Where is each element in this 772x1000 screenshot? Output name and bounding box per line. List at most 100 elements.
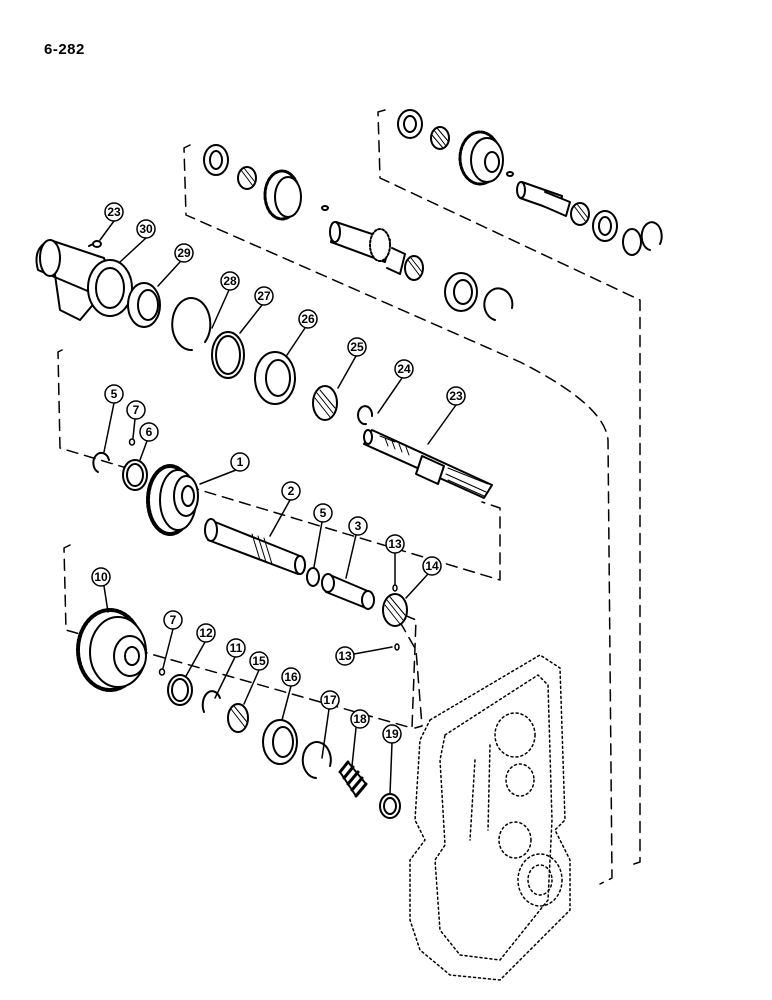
callout-label-7-upper: 7: [133, 403, 140, 417]
bearing-cone-25: [312, 385, 338, 421]
idler-group-outline: [63, 544, 417, 729]
coupler-flange-31: [88, 240, 102, 248]
callout-14: [422, 556, 442, 576]
ball-7: [158, 668, 166, 676]
bearing-cup: [397, 109, 423, 139]
bushing-3: [321, 573, 375, 610]
cover-tube-30: [35, 239, 133, 321]
page-number: 6-282: [44, 41, 85, 58]
callout-25: [347, 337, 367, 357]
washer-12: [167, 674, 193, 706]
callout-13-upper: [385, 534, 405, 554]
bearing-cone: [430, 126, 450, 150]
callout-label-3: 3: [355, 519, 362, 533]
group-outlines: [57, 109, 641, 885]
upper-shaft-group-outline: [183, 144, 613, 885]
ball-7: [128, 438, 136, 446]
callout-label-31: 23: [107, 205, 121, 219]
shaft-2: [204, 518, 306, 575]
output-shaft-group-outline: [57, 349, 501, 581]
callout-label-12: 12: [199, 626, 213, 640]
shim-27: [211, 331, 245, 379]
roller-13: [394, 643, 400, 651]
callout-27: [254, 286, 274, 306]
callout-18: [350, 709, 370, 729]
callout-label-5: 5: [111, 387, 118, 401]
callout-label-25: 25: [350, 340, 364, 354]
snap-ring: [640, 221, 663, 251]
bearing-cup: [203, 144, 229, 176]
callout-label-16: 16: [284, 670, 298, 684]
callout-label-6: 6: [146, 425, 153, 439]
snap-ring: [622, 228, 642, 256]
callout-label-15: 15: [252, 654, 266, 668]
callout-label-14: 14: [425, 559, 439, 573]
callout-label-11: 11: [230, 641, 243, 655]
callout-label-13-lower: 13: [338, 649, 352, 663]
callout-6: [139, 422, 159, 442]
bearing-cone: [404, 255, 424, 281]
callout-label-27: 27: [257, 289, 271, 303]
callout-5: [104, 384, 124, 404]
roller-13: [392, 584, 398, 592]
shaft: [516, 181, 571, 217]
callout-label-2: 2: [288, 484, 295, 498]
upper-shaft-assembly: [203, 144, 514, 321]
callout-label-28: 28: [223, 274, 237, 288]
output-shaft-23: [363, 429, 493, 499]
callout-label-30: 30: [139, 222, 153, 236]
callout-28: [220, 271, 240, 291]
callout-label-18: 18: [353, 712, 367, 726]
callout-label-26: 26: [301, 312, 315, 326]
washer-19: [379, 793, 401, 819]
gear: [263, 169, 302, 221]
callout-12: [196, 623, 216, 643]
callout-label-17: 17: [323, 693, 337, 707]
washer-6: [122, 459, 148, 491]
gear-1: [146, 464, 199, 536]
bearing-cone: [570, 202, 590, 226]
bearing-cup-16: [262, 719, 298, 765]
snap-ring-28: [171, 297, 212, 352]
callout-4: [313, 503, 333, 523]
callout-label-29: 29: [177, 246, 191, 260]
callout-7-lower: [163, 610, 183, 630]
lower-group-to-case: [399, 621, 423, 729]
gear-10: [76, 608, 147, 692]
callout-23: [446, 386, 466, 406]
callout-1: [230, 452, 250, 472]
callout-16: [281, 667, 301, 687]
callout-7-upper: [126, 400, 146, 420]
callout-label-13-upper: 13: [388, 537, 402, 551]
key: [321, 205, 329, 211]
callout-3: [348, 516, 368, 536]
bearing-cone-14: [382, 593, 408, 627]
callout-2: [281, 481, 301, 501]
callout-label-23: 23: [449, 389, 463, 403]
callout-30: [136, 219, 156, 239]
gear: [458, 130, 504, 186]
o-ring-4: [306, 567, 320, 587]
seal-29: [127, 282, 161, 328]
callout-label-24: 24: [397, 362, 411, 376]
shaft: [329, 221, 406, 275]
callout-24: [394, 359, 414, 379]
bearing-cone: [237, 166, 257, 190]
callout-label-1: 1: [237, 455, 244, 469]
callout-17: [320, 690, 340, 710]
callout-label-7-lower: 7: [170, 613, 177, 627]
callout-31: [104, 202, 124, 222]
callout-29: [174, 243, 194, 263]
callout-label-19: 19: [385, 727, 399, 741]
top-right-shaft-group-outline: [377, 109, 641, 867]
snap-ring-5: [92, 451, 110, 473]
callout-label-10: 10: [94, 570, 108, 584]
snap-ring-24: [357, 405, 374, 426]
gear-case: [409, 654, 571, 981]
snap-ring-17: [301, 741, 332, 779]
callout-15: [249, 651, 269, 671]
bearing-cup: [444, 272, 478, 312]
top-right-shaft-assembly: [397, 109, 663, 256]
bearing-cup-26: [254, 351, 296, 405]
